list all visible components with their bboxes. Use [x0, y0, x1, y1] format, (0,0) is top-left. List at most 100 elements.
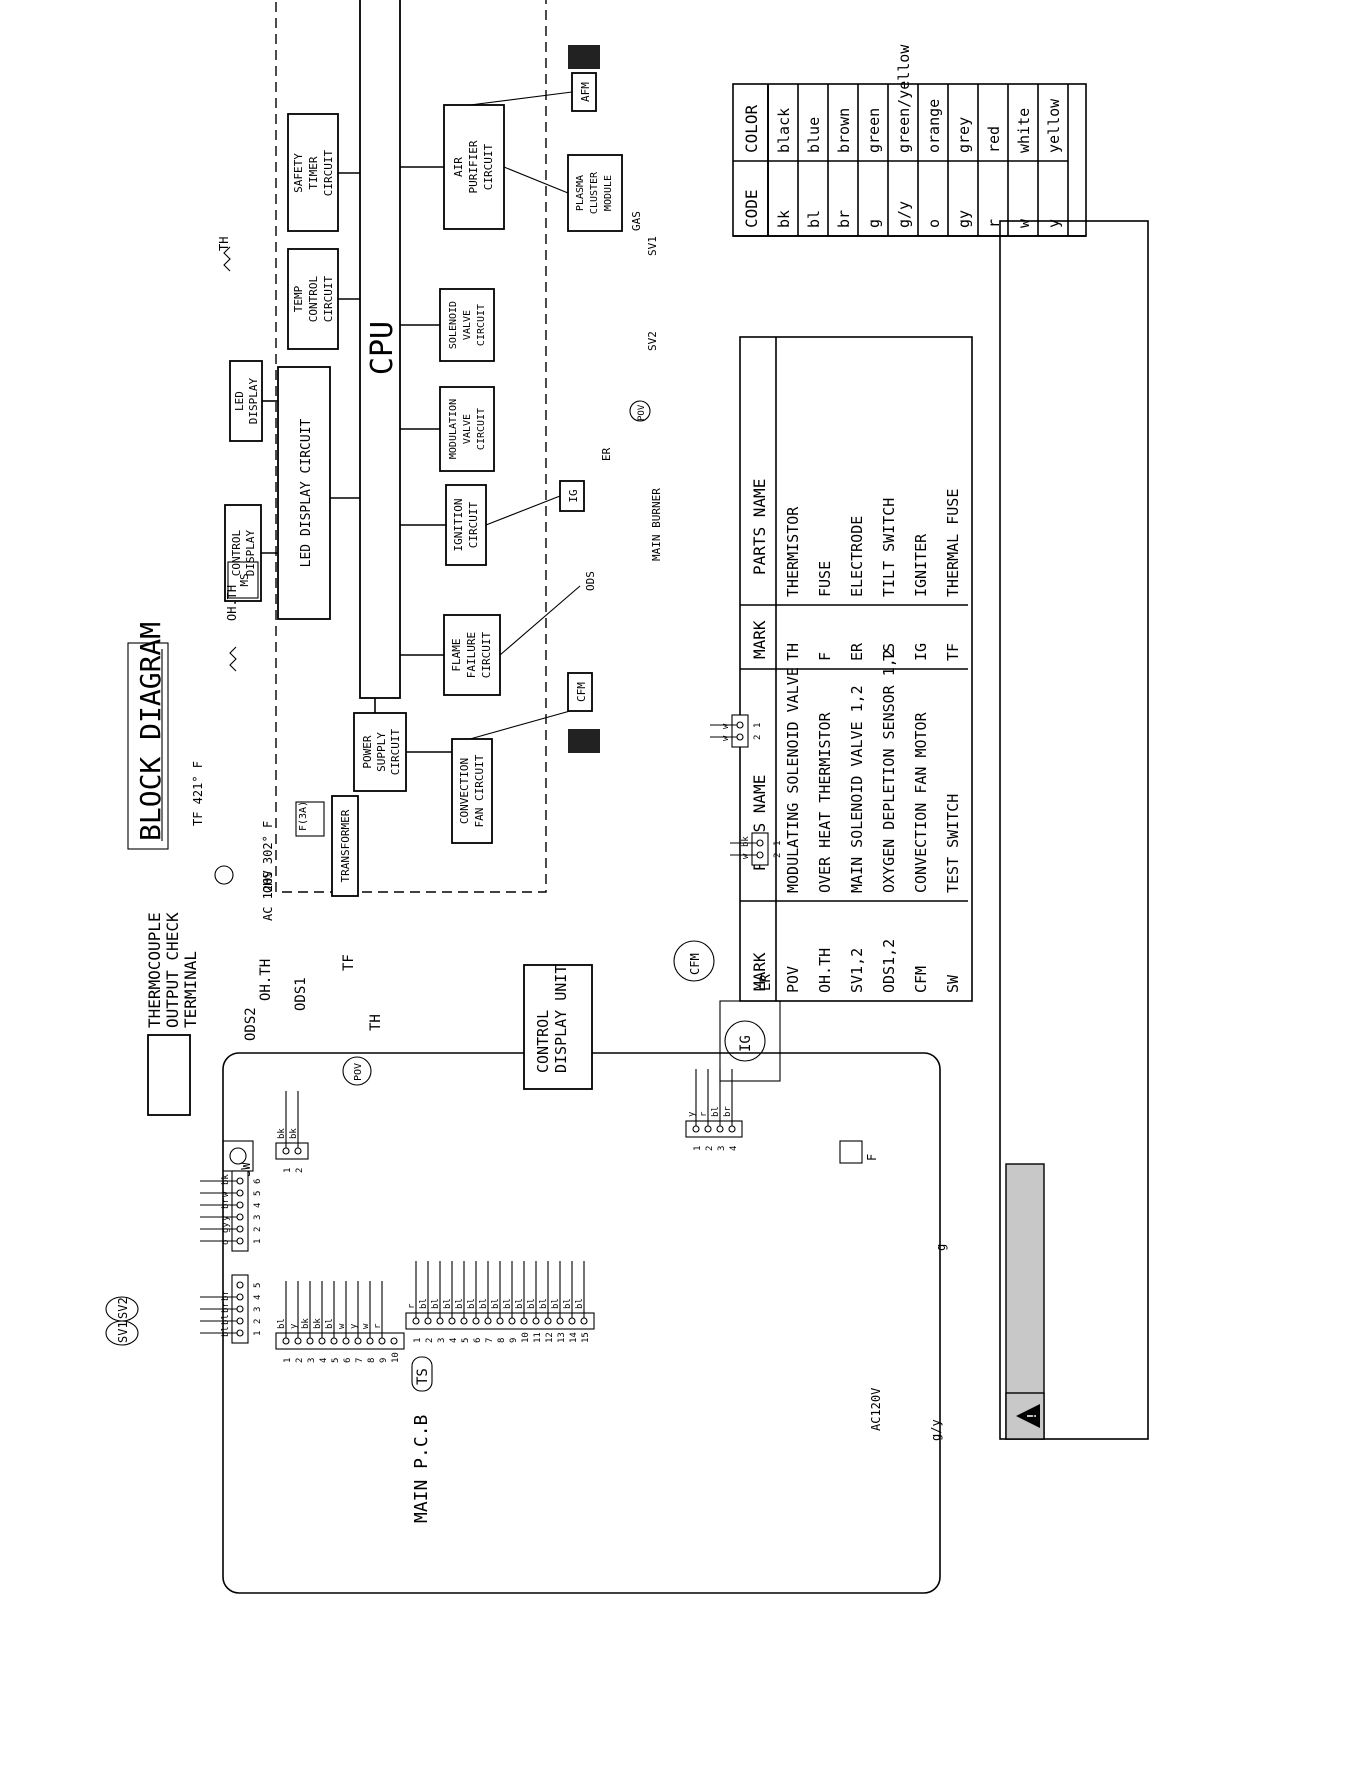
sv1-wiring-label: SV1 — [116, 1321, 130, 1343]
color-name-cell: brown — [835, 108, 853, 153]
connector-wire-color: y — [349, 1323, 359, 1329]
parts-mark-cell: SW — [944, 974, 962, 993]
connector-pin-number: 1 — [283, 1168, 293, 1173]
connector-wire-color: w — [721, 723, 731, 729]
air-line3: CIRCUIT — [482, 143, 495, 190]
gy-ground-label: g/y — [929, 1419, 943, 1441]
color-name-cell: green/yellow — [895, 44, 913, 153]
igniter-symbol — [724, 1020, 766, 1062]
connector-wire-color: w — [221, 1191, 231, 1197]
connector-pin-number: 8 — [367, 1358, 377, 1363]
ohth-wiring-label: OH.TH — [258, 959, 274, 1001]
parts-name-cell: TEST SWITCH — [944, 794, 962, 893]
connector-pin-number: 1 — [283, 1358, 293, 1363]
ms-label: MS — [238, 573, 251, 586]
parts-mark2-cell: TF — [944, 643, 962, 661]
warning-icon — [1016, 1404, 1040, 1428]
ac120v-label: AC120V — [869, 1388, 883, 1431]
ods2-label: ODS2 — [243, 1007, 259, 1041]
connector-pin — [544, 1317, 552, 1325]
color-table-rows: CODECOLORbkblackblbluebrbrownggreeng/ygr… — [733, 44, 1068, 228]
connector-pin-number: 3 — [253, 1215, 263, 1220]
led-display-line1: LED — [233, 391, 246, 411]
warning-icon-mark: ! — [1025, 1412, 1039, 1419]
sv2-wiring-label: SV2 — [116, 1297, 130, 1319]
ignition-line1: IGNITION — [452, 499, 465, 552]
connector-pin — [330, 1337, 338, 1345]
connector-pin-number: 1 — [253, 1239, 263, 1244]
connector-pin — [448, 1317, 456, 1325]
connector-pin-number: 3 — [307, 1358, 317, 1363]
fuse-label: F(3A) — [298, 801, 309, 831]
connector-pin — [496, 1317, 504, 1325]
parts-mark2-cell: ER — [848, 642, 866, 661]
ohth-label: OH.TH — [225, 585, 239, 621]
connector-pin-number: 5 — [253, 1283, 263, 1288]
connector-wire-color: bl — [575, 1298, 585, 1309]
connector-pin-number: 3 — [437, 1338, 447, 1343]
connector-housing — [275, 1142, 309, 1160]
color-name-cell: green — [865, 108, 883, 153]
cfm-block — [567, 672, 593, 712]
flame-line2: FAILURE — [465, 632, 478, 678]
igniter-box — [719, 1000, 781, 1082]
connector-wire-color: bk — [221, 1174, 231, 1185]
connector-pin-number: 4 — [253, 1203, 263, 1208]
connector-pin-number: 2 — [253, 1319, 263, 1324]
color-header-color: COLOR — [742, 104, 761, 153]
connector-pin — [716, 1125, 724, 1133]
power-line3: CIRCUIT — [389, 728, 402, 775]
er-wiring-label: ER — [758, 974, 774, 991]
pcb-fuse-symbol — [839, 1140, 863, 1164]
connector-pin-number: 1 — [413, 1338, 423, 1343]
color-name-cell: yellow — [1045, 98, 1063, 153]
temp-line3: CIRCUIT — [322, 275, 335, 322]
connector-pin-number: 6 — [473, 1338, 483, 1343]
connector-pin — [236, 1201, 244, 1209]
modulation-line3: CIRCUIT — [476, 408, 487, 450]
wiring-diagram: MAIN P.C.B TS SW THERMOCOUPLE OUTPUT CHE… — [105, 714, 948, 1594]
color-code-cell: o — [925, 219, 943, 228]
connector-wire-color: bl — [221, 1326, 231, 1337]
rotated-sheet: BLOCK DIAGRAM CPU SAFETY TIMER CIRCUIT T… — [105, 0, 1149, 1594]
connector-wire-color: bk — [277, 1128, 287, 1139]
color-code-table — [732, 83, 1087, 237]
connector-wire-color: y — [687, 1111, 697, 1117]
connector-pin-number: 5 — [461, 1338, 471, 1343]
connector-pin — [390, 1337, 398, 1345]
connector-wire-color: br — [221, 1198, 231, 1209]
connector-wire-color: bl — [455, 1298, 465, 1309]
connector-wire-color: bl — [563, 1298, 573, 1309]
color-name-cell: white — [1015, 108, 1033, 153]
connector-pin — [236, 1329, 244, 1337]
connector-wire-color: bl — [467, 1298, 477, 1309]
connector-pin — [306, 1337, 314, 1345]
connector-pin — [318, 1337, 326, 1345]
connector-pin — [342, 1337, 350, 1345]
parts-header-name2: PARTS NAME — [750, 479, 769, 575]
connector-wire-color: bl — [325, 1318, 335, 1329]
control-display-unit — [523, 964, 593, 1090]
connector-wire-color: bl — [491, 1298, 501, 1309]
pov-symbol — [629, 400, 651, 422]
ohth-resistor — [229, 646, 237, 672]
connector-pin — [236, 1177, 244, 1185]
control-board-boundary — [275, 0, 547, 893]
pcb-fuse-label: F — [865, 1154, 879, 1161]
connector-pin-number: 8 — [497, 1338, 507, 1343]
sv2-symbol — [105, 1296, 139, 1322]
connector-wire-color: bl — [503, 1298, 513, 1309]
connector-wire-color: bk — [289, 1128, 299, 1139]
temp-line2: CONTROL — [307, 275, 320, 322]
plasma-line2: CLUSTER — [589, 171, 600, 214]
transformer-block — [331, 795, 359, 897]
connector-pin-number: 6 — [343, 1358, 353, 1363]
parts-name2-cell: IGNITER — [912, 533, 930, 597]
connector-wire-color: r — [699, 1111, 709, 1117]
title-frame — [127, 642, 169, 850]
